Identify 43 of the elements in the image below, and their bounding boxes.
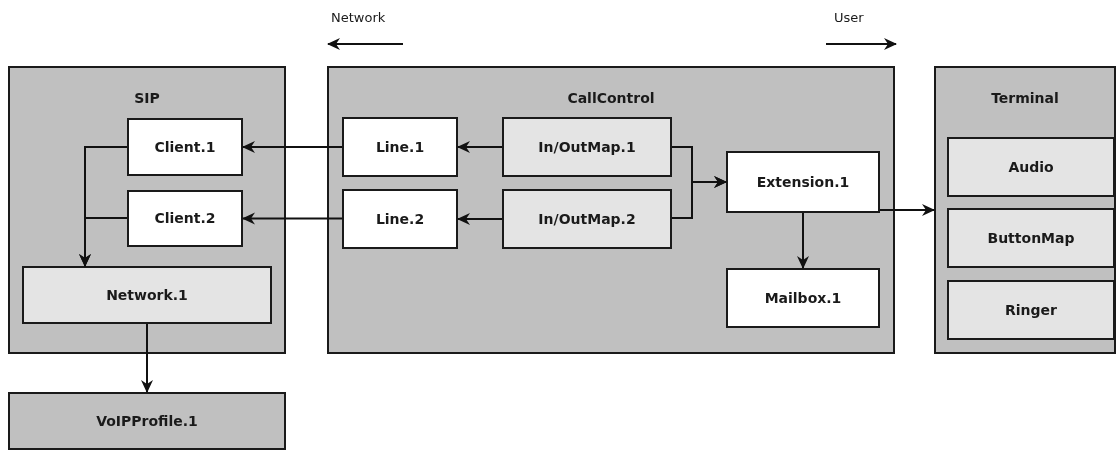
panel-title: Terminal	[990, 89, 1060, 108]
box-label: ButtonMap	[987, 228, 1075, 248]
box-label: Line.2	[375, 209, 425, 229]
box-label: Mailbox.1	[764, 288, 842, 308]
group-panel	[934, 66, 1116, 354]
box-label: Line.1	[375, 137, 425, 157]
component-box	[342, 189, 458, 249]
group-panel	[327, 66, 895, 354]
panel-title: SIP	[133, 89, 161, 108]
box-label: VoIPProfile.1	[96, 411, 198, 431]
direction-label: Network	[331, 9, 386, 27]
arrow	[879, 204, 935, 216]
box-label: Client.1	[154, 137, 216, 157]
arrow	[79, 217, 128, 267]
box-label: Client.2	[154, 209, 216, 228]
component-box	[502, 117, 672, 177]
component-box	[502, 189, 672, 249]
component-box	[947, 137, 1115, 197]
component-box	[22, 266, 272, 324]
panel-title: CallControl	[566, 89, 656, 108]
arrow	[671, 176, 727, 219]
box-label: Ringer	[1005, 300, 1057, 320]
box-label: Audio	[1008, 157, 1054, 177]
box-label: Network.1	[106, 285, 188, 305]
arrow	[242, 212, 343, 225]
component-box	[8, 392, 286, 450]
component-box	[726, 268, 880, 328]
arrow	[457, 141, 503, 153]
box-label: In/OutMap.2	[538, 209, 636, 229]
arrow	[797, 212, 809, 269]
component-box	[947, 280, 1115, 340]
box-label: In/OutMap.1	[538, 137, 636, 157]
arrow	[457, 213, 503, 225]
group-panel	[8, 66, 286, 354]
component-box	[947, 208, 1115, 268]
direction-label: User	[834, 9, 864, 27]
component-box	[127, 118, 243, 176]
arrow	[242, 141, 343, 153]
component-box	[342, 117, 458, 177]
component-box	[726, 151, 880, 213]
arrow	[141, 323, 153, 393]
component-box	[127, 190, 243, 247]
box-label: Extension.1	[756, 172, 850, 192]
